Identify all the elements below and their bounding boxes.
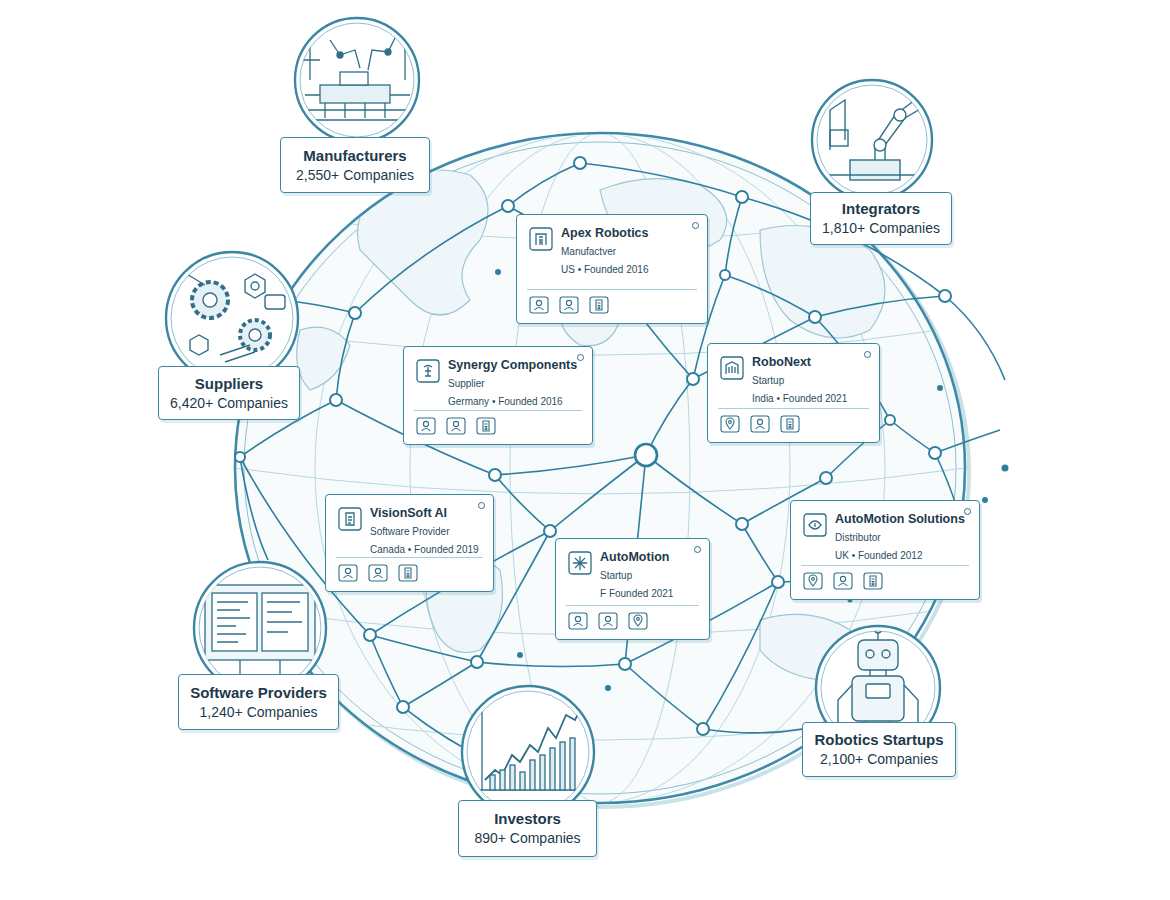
card-divider [414,410,582,411]
category-name: Integrators [842,199,920,219]
card-action-icon [529,296,549,314]
company-count: 1,240+ Companies [200,703,318,722]
card-status-dot [694,546,701,553]
company-logo [568,551,592,575]
category-label: Robotics Startups2,100+ Companies [802,722,956,777]
company-name: Synergy Components [448,358,577,372]
card-divider [527,289,697,290]
category-name: Robotics Startups [814,730,943,750]
company-card: Synergy ComponentsSupplierGermany • Foun… [403,346,593,445]
company-card: VisionSoft AI Software ProviderCanada • F… [325,494,494,592]
category-label: Investors890+ Companies [458,800,597,857]
company-name: Apex Robotics [561,226,649,240]
company-count: 2,550+ Companies [296,166,414,185]
card-status-dot [577,354,584,361]
card-action-icon [598,612,618,630]
card-action-icon [720,415,740,433]
card-action-icon [628,612,648,630]
card-action-icon [589,296,609,314]
card-action-icon [446,417,466,435]
company-count: 6,420+ Companies [170,394,288,413]
category-name: Investors [494,809,561,829]
card-action-icon [416,417,436,435]
category-name: Suppliers [195,374,263,394]
company-origin: India • Founded 2021 [752,393,847,404]
company-logo [416,359,440,383]
card-status-dot [864,351,871,358]
category-label: Suppliers6,420+ Companies [158,366,300,420]
company-type: Supplier [448,378,485,389]
card-divider [336,557,483,558]
company-count: 2,100+ Companies [820,750,938,769]
company-origin: Canada • Founded 2019 [370,544,479,555]
category-label: Software Providers1,240+ Companies [178,674,339,730]
company-type: Startup [752,375,784,386]
company-name: VisionSoft AI [370,506,447,520]
company-origin: F Founded 2021 [600,588,673,599]
company-type: Software Provider [370,526,449,537]
company-card: AutoMotion SolutionsDistributor UK • Foun… [790,500,980,600]
card-action-icon [750,415,770,433]
category-label: Manufacturers2,550+ Companies [280,137,430,193]
category-name: Software Providers [190,683,327,703]
company-count: 890+ Companies [474,829,580,848]
company-origin: Germany • Founded 2016 [448,396,563,407]
card-action-icon [863,572,883,590]
company-name: AutoMotion [600,550,669,564]
company-name: RoboNext [752,355,811,369]
company-type: Distributor [835,532,881,543]
card-action-icon [368,564,388,582]
company-count: 1,810+ Companies [822,219,940,238]
card-action-icon [803,572,823,590]
category-label: Integrators1,810+ Companies [810,192,952,245]
card-action-icon [398,564,418,582]
company-origin: UK • Founded 2012 [835,550,922,561]
card-divider [566,605,699,606]
category-name: Manufacturers [303,146,406,166]
card-divider [718,408,869,409]
card-action-icon [833,572,853,590]
card-action-icon [476,417,496,435]
company-card: RoboNextStartupIndia • Founded 2021 [707,343,880,443]
company-origin: US • Founded 2016 [561,264,648,275]
card-status-dot [964,508,971,515]
company-name: AutoMotion Solutions [835,512,965,526]
card-action-icon [780,415,800,433]
card-action-icon [559,296,579,314]
card-action-icon [338,564,358,582]
company-logo [720,356,744,380]
card-action-icon [568,612,588,630]
card-divider [801,565,969,566]
company-type: Manufactver [561,246,616,257]
company-card: Apex RoboticsManufactver US • Founded 201… [516,214,708,324]
company-card: AutoMotionStartup F Founded 2021 [555,538,710,640]
company-logo [803,513,827,537]
company-logo [338,507,362,531]
company-logo [529,227,553,251]
company-type: Startup [600,570,632,581]
card-status-dot [478,502,485,509]
card-status-dot [692,222,699,229]
